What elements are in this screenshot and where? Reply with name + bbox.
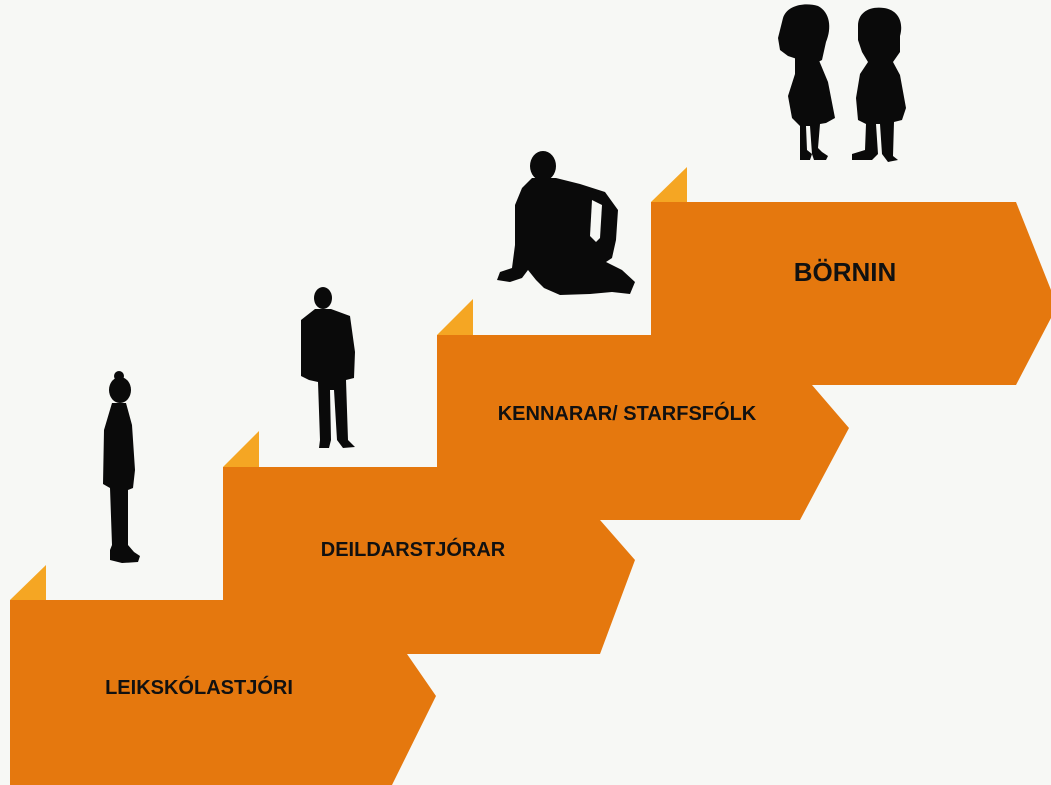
standing-woman-silhouette-icon bbox=[103, 371, 140, 563]
children-silhouette-icon bbox=[778, 4, 906, 162]
step-4-arrow bbox=[651, 202, 1051, 385]
step-3: KENNARAR/ STARFSFÓLK bbox=[437, 299, 849, 520]
step-1-tab bbox=[10, 565, 46, 600]
step-4-label: BÖRNIN bbox=[794, 257, 897, 287]
step-2-tab bbox=[223, 431, 259, 467]
step-1-label: LEIKSKÓLASTJÓRI bbox=[105, 675, 293, 699]
standing-man-silhouette-icon bbox=[301, 287, 355, 448]
step-3-label: KENNARAR/ STARFSFÓLK bbox=[498, 401, 757, 425]
step-1-arrow bbox=[10, 600, 436, 785]
step-1: LEIKSKÓLASTJÓRI bbox=[10, 565, 436, 785]
step-2-arrow bbox=[223, 467, 635, 654]
step-4: BÖRNIN bbox=[651, 167, 1051, 385]
step-2-label: DEILDARSTJÓRAR bbox=[321, 537, 506, 561]
step-3-tab bbox=[437, 299, 473, 335]
step-2: DEILDARSTJÓRAR bbox=[223, 431, 635, 654]
step-4-tab bbox=[651, 167, 687, 202]
step-3-arrow bbox=[437, 335, 849, 520]
sitting-person-silhouette-icon bbox=[497, 151, 635, 295]
